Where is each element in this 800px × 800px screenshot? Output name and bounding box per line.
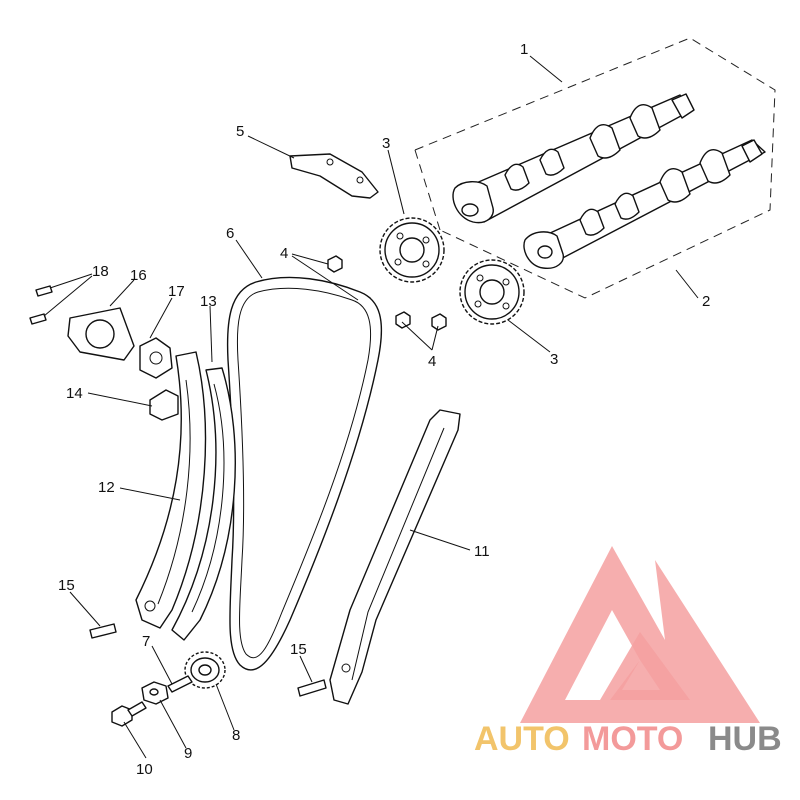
leader-lines: [43, 55, 699, 759]
fixed-chain-guide-left: [171, 367, 236, 641]
callout-2: 2: [702, 293, 710, 310]
callout-12: 12: [98, 479, 115, 496]
logo-inner-shape: [600, 632, 690, 700]
cam-sprocket-upper: [379, 217, 445, 283]
callout-3-upper: 3: [382, 135, 390, 152]
callout-9: 9: [184, 745, 192, 762]
callout-11: 11: [474, 543, 490, 560]
dowel-pins: [89, 623, 327, 697]
callout-10: 10: [136, 761, 153, 778]
crank-sprocket: [184, 651, 226, 689]
fixed-chain-guide-right: [329, 409, 461, 705]
tensioner-blade: [135, 351, 207, 629]
callout-18: 18: [92, 263, 109, 280]
cam-sprocket-lower: [459, 259, 525, 325]
callout-4-upper: 4: [280, 245, 288, 262]
callout-13: 13: [200, 293, 217, 310]
callout-8: 8: [232, 727, 240, 744]
pivot-fastener-set: [111, 675, 193, 727]
watermark-text-moto: MOTO: [582, 720, 683, 758]
callout-numbers: 1 2 3 3 4 4 5 6 7 8 9 10 11 12 13 14 15 …: [58, 41, 710, 778]
callout-15-right: 15: [290, 641, 307, 658]
watermark-logo: AUTO MOTO HUB: [474, 546, 782, 758]
top-guide-plate: [289, 153, 379, 199]
callout-5: 5: [236, 123, 244, 140]
watermark-text-auto: AUTO: [474, 720, 570, 758]
camshaft-exhaust: [523, 139, 766, 269]
camshaft-group-outline: [414, 37, 776, 299]
camshaft-intake: [452, 93, 695, 224]
chain-tensioner-assembly: [29, 285, 179, 421]
callout-6: 6: [226, 225, 234, 242]
callout-1: 1: [520, 41, 528, 58]
callout-3-lower: 3: [550, 351, 558, 368]
callout-16: 16: [130, 267, 147, 284]
watermark-text-hub: HUB: [708, 720, 782, 758]
callout-4-lower: 4: [428, 353, 436, 370]
callout-7: 7: [142, 633, 150, 650]
callout-14: 14: [66, 385, 83, 402]
callout-17: 17: [168, 283, 185, 300]
callout-15-left: 15: [58, 577, 75, 594]
